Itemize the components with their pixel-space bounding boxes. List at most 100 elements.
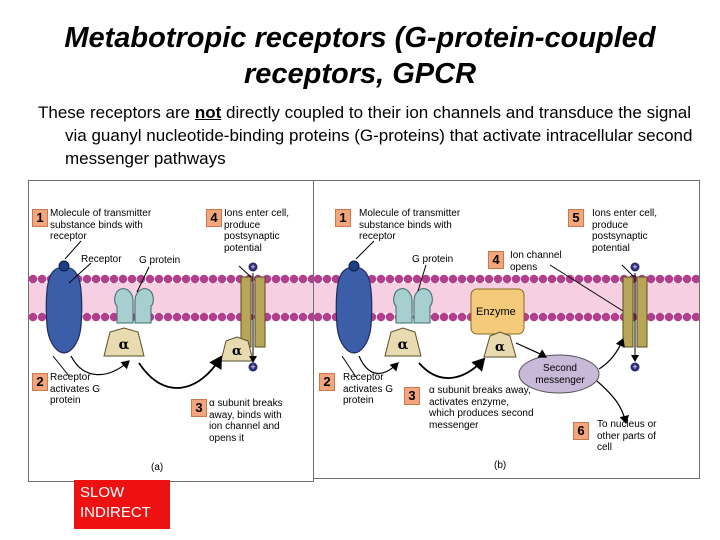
phospholipid-head bbox=[493, 274, 503, 284]
phospholipid-head bbox=[314, 274, 323, 284]
phospholipid-head bbox=[547, 274, 557, 284]
ion-plus-top bbox=[248, 262, 258, 272]
b-step-6-marker: 6 bbox=[573, 422, 589, 440]
b-step-1-marker: 1 bbox=[335, 209, 351, 227]
phospholipid-head bbox=[547, 312, 557, 322]
phospholipid-head bbox=[583, 312, 593, 322]
b-step-1-text: Molecule of transmitter substance binds … bbox=[359, 208, 461, 242]
step-4-marker: 4 bbox=[206, 209, 222, 227]
phospholipid-head bbox=[307, 274, 313, 284]
svg-text:+: + bbox=[632, 362, 637, 372]
phospholipid-head bbox=[448, 274, 458, 284]
phospholipid-head bbox=[664, 312, 674, 322]
activation-arrow-b bbox=[358, 355, 399, 374]
phospholipid-head bbox=[385, 312, 395, 322]
alpha-travel-arrow-b bbox=[418, 357, 486, 379]
panel-a-figure: α α + + bbox=[29, 240, 313, 389]
b-step-6-text: To nucleus or other parts of cell bbox=[597, 419, 657, 453]
g-protein-subunit-2 bbox=[134, 288, 154, 324]
g-protein-subunit-1 bbox=[114, 288, 134, 324]
phospholipid-head bbox=[322, 312, 332, 322]
step-1-marker: 1 bbox=[32, 209, 48, 227]
phospholipid-head bbox=[172, 274, 182, 284]
phospholipid-head bbox=[181, 274, 191, 284]
phospholipid-head bbox=[538, 274, 548, 284]
phospholipid-head bbox=[289, 312, 299, 322]
membrane-heads-b bbox=[314, 274, 699, 322]
alpha-travel-arrow bbox=[138, 355, 222, 389]
title-line-1: Metabotropic receptors (G-protein-couple… bbox=[64, 22, 656, 54]
phospholipid-head bbox=[217, 312, 227, 322]
phospholipid-head bbox=[385, 274, 395, 284]
phospholipid-head bbox=[673, 312, 683, 322]
b-step-4-marker: 4 bbox=[488, 251, 504, 269]
phospholipid-head bbox=[208, 312, 218, 322]
step-2-text: Receptor activates G protein bbox=[50, 372, 101, 406]
intro-text-before: These receptors are bbox=[38, 103, 195, 122]
nucleus-arrow bbox=[596, 380, 630, 425]
alpha-label-left: α bbox=[119, 337, 130, 353]
phospholipid-head bbox=[163, 312, 173, 322]
phospholipid-head bbox=[91, 274, 101, 284]
b-g-protein-label: G protein bbox=[412, 254, 454, 265]
phospholipid-head bbox=[127, 274, 137, 284]
step-1-text: Molecule of transmitter substance binds … bbox=[50, 208, 152, 242]
phospholipid-head bbox=[475, 274, 485, 284]
phospholipid-head bbox=[271, 312, 281, 322]
step-4-text: Ions enter cell, produce postsynaptic po… bbox=[224, 208, 290, 254]
phospholipid-head bbox=[601, 274, 611, 284]
b-step-2-marker: 2 bbox=[319, 373, 335, 391]
alpha-subunit-b-left bbox=[384, 327, 422, 357]
svg-text:+: + bbox=[250, 262, 255, 272]
phospholipid-head bbox=[289, 274, 299, 284]
phospholipid-head bbox=[314, 312, 323, 322]
phospholipid-head bbox=[199, 274, 209, 284]
phospholipid-head bbox=[592, 274, 602, 284]
phospholipid-head bbox=[199, 312, 209, 322]
ion-plus-bottom bbox=[248, 362, 258, 372]
panel-a-caption: (a) bbox=[151, 462, 164, 473]
phospholipid-head bbox=[376, 312, 386, 322]
channel-open-arrow bbox=[598, 337, 625, 370]
ion-channel-left bbox=[240, 276, 252, 348]
diagram-panel-b: α α + + 1 Molecule of transmitter substa… bbox=[313, 180, 700, 479]
phospholipid-head bbox=[403, 274, 413, 284]
phospholipid-head bbox=[136, 274, 146, 284]
phospholipid-head bbox=[565, 312, 575, 322]
alpha-label-b-enzyme: α bbox=[495, 340, 505, 355]
alpha-label-b-left: α bbox=[398, 337, 409, 353]
phospholipid-head bbox=[394, 274, 404, 284]
phospholipid-head bbox=[583, 274, 593, 284]
svg-text:+: + bbox=[632, 262, 637, 272]
alpha-label-right: α bbox=[232, 344, 242, 359]
phospholipid-head bbox=[190, 274, 200, 284]
phospholipid-head bbox=[217, 274, 227, 284]
phospholipid-head bbox=[298, 274, 308, 284]
phospholipid-head bbox=[322, 274, 332, 284]
ion-plus-b-top bbox=[630, 262, 640, 272]
activation-arrow bbox=[70, 355, 130, 376]
slow-indirect-callout: SLOW INDIRECT bbox=[74, 480, 170, 529]
phospholipid-head bbox=[412, 274, 422, 284]
phospholipid-head bbox=[430, 312, 440, 322]
phospholipid-head bbox=[82, 274, 92, 284]
phospholipid-head bbox=[511, 274, 521, 284]
intro-text-after: directly coupled to their ion channels a… bbox=[65, 103, 693, 168]
phospholipid-head bbox=[430, 274, 440, 284]
phospholipid-head bbox=[100, 312, 110, 322]
phospholipid-head bbox=[280, 274, 290, 284]
intro-paragraph: These receptors are not directly coupled… bbox=[38, 101, 695, 170]
phospholipid-head bbox=[646, 312, 656, 322]
phospholipid-head bbox=[664, 274, 674, 284]
phospholipid-head bbox=[226, 274, 236, 284]
b-step-3-text: α subunit breaks away, activates enzyme,… bbox=[429, 385, 534, 431]
phospholipid-head bbox=[163, 274, 173, 284]
phospholipid-head bbox=[682, 312, 692, 322]
step-2-marker: 2 bbox=[32, 373, 48, 391]
diagram-panel-a: α α + + 1 Molecule of transmitter substa… bbox=[28, 180, 314, 482]
title-line-2: receptors, GPCR bbox=[243, 58, 477, 90]
step-3-marker: 3 bbox=[191, 399, 207, 417]
step-3-text: α subunit breaks away, binds with ion ch… bbox=[209, 398, 283, 444]
ion-plus-b-bottom bbox=[630, 362, 640, 372]
phospholipid-head bbox=[691, 274, 699, 284]
